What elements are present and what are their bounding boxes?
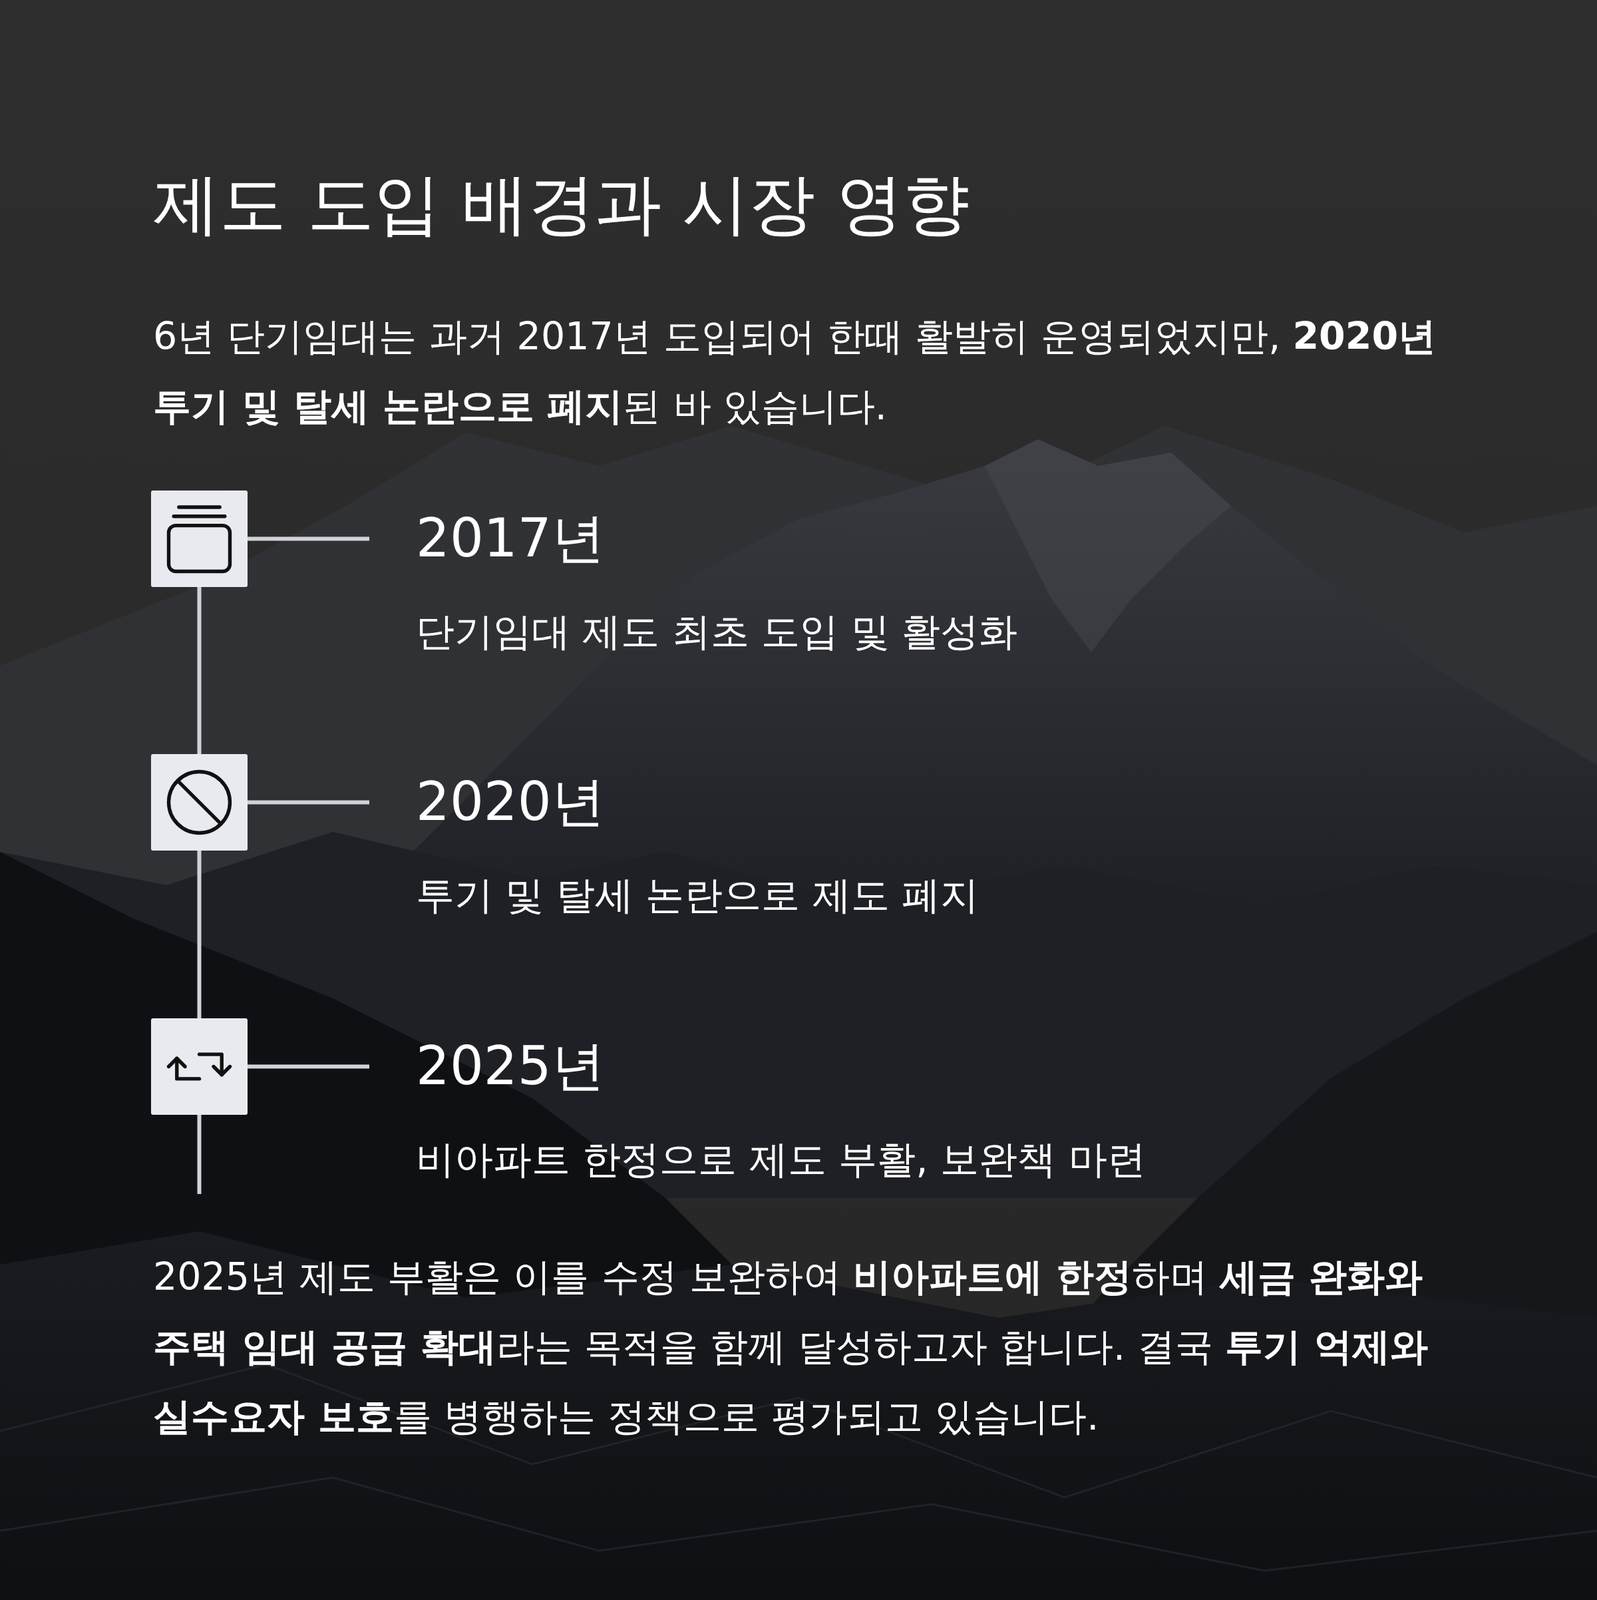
repeat-icon-head — [169, 1058, 186, 1066]
repeat-icon-arrow — [177, 1058, 200, 1079]
stack-icon — [169, 507, 231, 572]
leader-line — [247, 1064, 370, 1069]
text-run: 라는 목적을 함께 달성하고자 합니다. 결국 — [496, 1324, 1226, 1369]
peak-ridge — [984, 439, 1232, 653]
timeline-year: 2017년 — [415, 506, 605, 571]
timeline-connector — [197, 850, 202, 1019]
body-paragraph: 6년 단기임대는 과거 2017년 도입되어 한때 활발히 운영되었지만, 20… — [153, 301, 1458, 442]
ban-icon-ring — [169, 771, 231, 834]
text-run: 6년 단기임대는 과거 2017년 도입되어 한때 활발히 운영되었지만, — [153, 314, 1293, 358]
timeline-description: 비아파트 한정으로 제도 부활, 보완책 마련 — [415, 1130, 1146, 1189]
timeline-icon-box: 2025년비아파트 한정으로 제도 부활, 보완책 마련 — [151, 1018, 248, 1115]
timeline-tail — [197, 1114, 202, 1194]
ban-icon-bar — [177, 780, 221, 824]
text-run: 2025년 제도 부활은 이를 수정 보완하여 — [153, 1254, 854, 1299]
timeline-year: 2025년 — [415, 1034, 605, 1098]
timeline-icon-box: 2020년투기 및 탈세 논란으로 제도 폐지 — [151, 753, 248, 851]
text-run: 를 병행하는 정책으로 평가되고 있습니다. — [393, 1394, 1100, 1438]
leader-line — [247, 536, 370, 541]
repeat-icon-head — [213, 1066, 231, 1075]
stack-icon-line — [178, 505, 220, 509]
emphasis-run: 비아파트에 한정 — [853, 1254, 1132, 1299]
timeline-description: 투기 및 탈세 논란으로 제도 폐지 — [415, 866, 979, 925]
stack-icon-body — [169, 525, 231, 572]
foreground — [0, 1231, 1597, 1600]
timeline-year: 2020년 — [415, 769, 605, 834]
repeat-icon-arrow — [199, 1054, 223, 1075]
body-paragraph: 2025년 제도 부활은 이를 수정 보완하여 비아파트에 한정하며 세금 완화… — [153, 1241, 1458, 1452]
timeline-description: 단기임대 제도 최초 도입 및 활성화 — [415, 602, 1018, 661]
text-run: 된 바 있습니다. — [622, 383, 887, 428]
leader-line — [247, 800, 370, 805]
timeline-icon-box: 2017년단기임대 제도 최초 도입 및 활성화 — [151, 490, 248, 587]
text-run: 하며 — [1131, 1254, 1220, 1299]
timeline-connector — [197, 586, 202, 754]
title: 제도 도입 배경과 시장 영향 — [153, 164, 970, 245]
stack-icon-line — [173, 514, 225, 518]
ban-icon — [169, 771, 231, 834]
repeat-icon — [169, 1054, 231, 1079]
